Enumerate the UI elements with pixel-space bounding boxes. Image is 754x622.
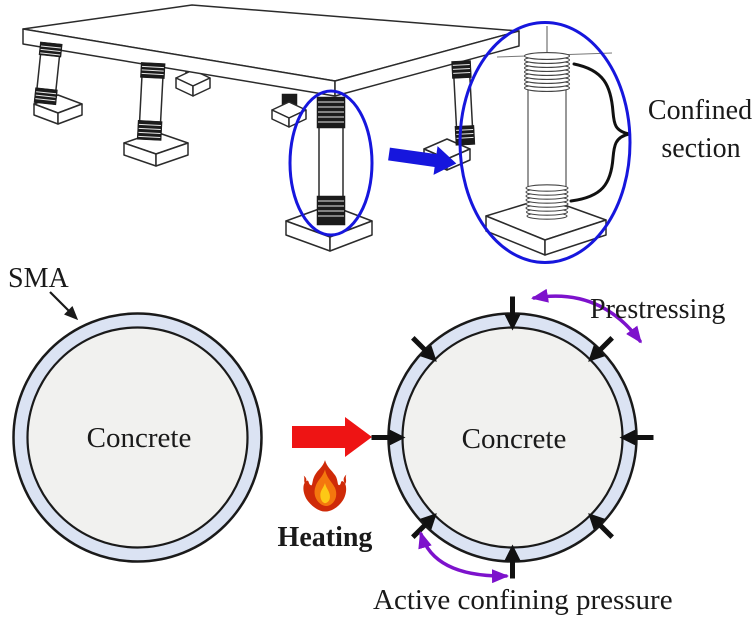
cross-section-after: Concrete Prestressing Active confining p… [371,288,725,616]
highlight-ellipse-small [288,89,374,237]
heating-arrow [292,417,372,457]
confining-arrow [411,336,437,362]
heating-label: Heating [278,522,373,553]
concrete-label-right: Concrete [462,423,567,455]
concrete-core-left [26,326,249,549]
zoom-arrow [388,146,457,175]
sma-coil-bottom [525,184,569,220]
magnified-column-view [485,26,630,256]
slab [22,4,520,97]
confining-arrow [588,513,614,539]
sma-label: SMA [8,263,69,294]
heating-group: Heating [278,417,373,553]
fire-icon [303,460,347,512]
prestressing-arc-arrow [531,288,642,344]
concrete-label-left: Concrete [87,422,192,454]
sma-coil-top [523,52,571,92]
confining-arrow [504,296,521,331]
confined-section-label-line1: Confined [648,95,752,126]
cross-section-before: Concrete SMA [8,263,263,563]
confining-arc-arrow [418,531,509,584]
highlight-ellipse-large [458,21,632,264]
confining-arrow [371,429,406,446]
slab-structure: Confined section [22,4,752,264]
column-circled [285,96,373,252]
column-mid-front [123,62,189,167]
prestressing-label: Prestressing [590,294,725,325]
confining-arrow [411,513,437,539]
active-confining-pressure-label: Active confining pressure [373,584,673,616]
confining-arrow [619,429,654,446]
back-footing-right [271,93,307,128]
column-front-left [33,41,83,125]
sma-pointer-arrow [49,291,79,321]
confined-section-label-line2: section [661,133,740,164]
